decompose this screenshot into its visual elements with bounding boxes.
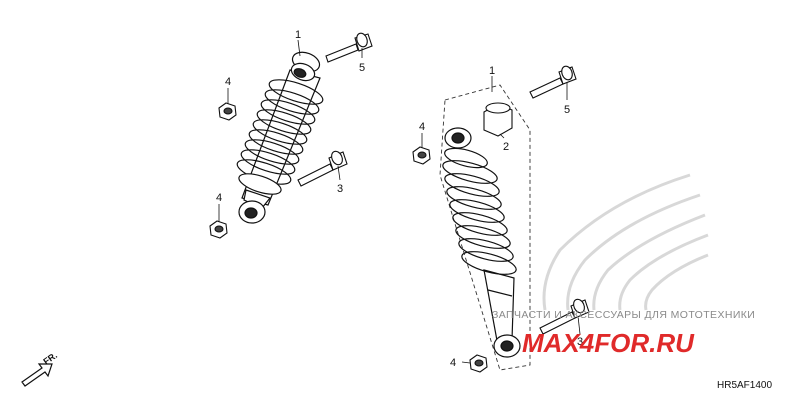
left-top-bolt <box>325 32 373 63</box>
callout-right-nut-top: 4 <box>419 121 425 133</box>
right-spring-coils <box>442 160 517 275</box>
right-assembly-outline <box>439 84 531 371</box>
right-top-nut <box>412 146 431 165</box>
callout-right-nut-bottom: 4 <box>450 357 456 369</box>
front-arrow-icon <box>21 363 53 387</box>
left-top-nut <box>218 102 237 121</box>
wing-logo-watermark <box>542 173 709 311</box>
leader-lines <box>218 39 581 364</box>
callout-right-bolt-bottom: 3 <box>577 336 583 348</box>
right-shock-absorber <box>442 127 521 358</box>
callout-right-shock: 1 <box>489 65 495 77</box>
callout-right-bolt-top: 5 <box>564 104 570 116</box>
left-bottom-nut <box>209 220 228 239</box>
callout-left-shock: 1 <box>295 29 301 41</box>
callout-right-bushing: 2 <box>503 141 509 153</box>
diagram-code: HR5AF1400 <box>717 380 772 391</box>
callout-left-nut-top: 4 <box>225 76 231 88</box>
callout-left-bolt-bottom: 3 <box>337 183 343 195</box>
watermark-tagline: ЗАПЧАСТИ И АКСЕССУАРЫ ДЛЯ МОТОТЕХНИКИ <box>492 309 755 321</box>
left-bottom-bolt <box>297 150 348 187</box>
callout-left-nut-bottom: 4 <box>216 192 222 204</box>
left-shock-absorber <box>236 51 324 224</box>
watermark-logo: MAX4FOR.RU <box>522 328 695 358</box>
left-spring-coils <box>236 79 324 185</box>
right-bushing <box>483 102 513 137</box>
right-top-bolt <box>529 65 577 99</box>
callout-left-bolt-top: 5 <box>359 62 365 74</box>
right-bottom-nut <box>469 354 488 373</box>
right-bottom-bolt <box>539 298 590 335</box>
